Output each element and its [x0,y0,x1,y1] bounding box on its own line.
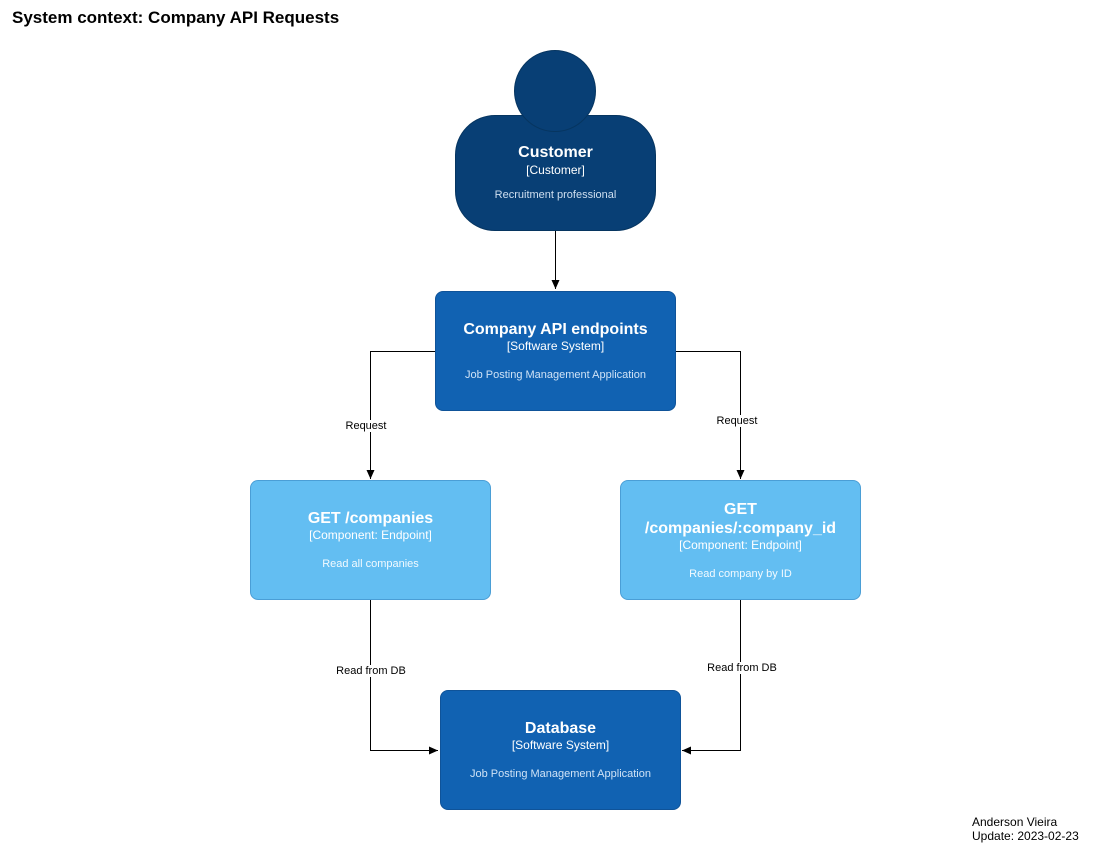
api-endpoints-name: Company API endpoints [463,321,648,338]
get-companies-node: GET /companies [Component: Endpoint] Rea… [250,480,491,600]
edge-label-read-db-right: Read from DB [706,662,778,674]
edge-api-to-get-companies [366,351,435,479]
customer-type: [Customer] [526,163,585,177]
get-company-by-id-name-line1: GET [724,500,757,518]
footer-update: Update: 2023-02-23 [972,829,1079,843]
get-companies-type: [Component: Endpoint] [309,528,432,542]
customer-name: Customer [518,144,593,161]
get-company-by-id-type: [Component: Endpoint] [679,537,802,552]
database-name: Database [524,720,597,737]
api-endpoints-description: Job Posting Management Application [464,369,646,381]
edge-get-company-by-id-to-database [682,600,741,755]
api-endpoints-type: [Software System] [506,339,605,353]
edge-label-read-db-left: Read from DB [335,665,407,677]
get-companies-name: GET /companies [307,510,434,527]
customer-head [514,50,596,132]
get-company-by-id-description: Read company by ID [689,567,792,580]
edge-api-to-get-company-by-id [676,351,745,479]
customer-body: Customer [Customer] Recruitment professi… [455,115,656,231]
page-title: System context: Company API Requests [12,8,340,27]
database-description: Job Posting Management Application [469,768,651,780]
get-companies-description: Read all companies [322,558,419,570]
database-type: [Software System] [511,738,610,752]
edge-label-request-right: Request [715,415,759,427]
footer-author: Anderson Vieira [972,815,1058,829]
edge-label-request-left: Request [344,420,388,432]
database-node: Database [Software System] Job Posting M… [440,690,681,810]
get-company-by-id-node: GET /companies/:company_id [Component: E… [620,480,861,600]
customer-description: Recruitment professional [494,189,617,201]
get-company-by-id-name-line2: /companies/:company_id [644,519,837,537]
edge-get-companies-to-database [370,600,438,755]
api-endpoints-node: Company API endpoints [Software System] … [435,291,676,411]
footer: Anderson Vieira Update: 2023-02-23 [972,815,1079,843]
